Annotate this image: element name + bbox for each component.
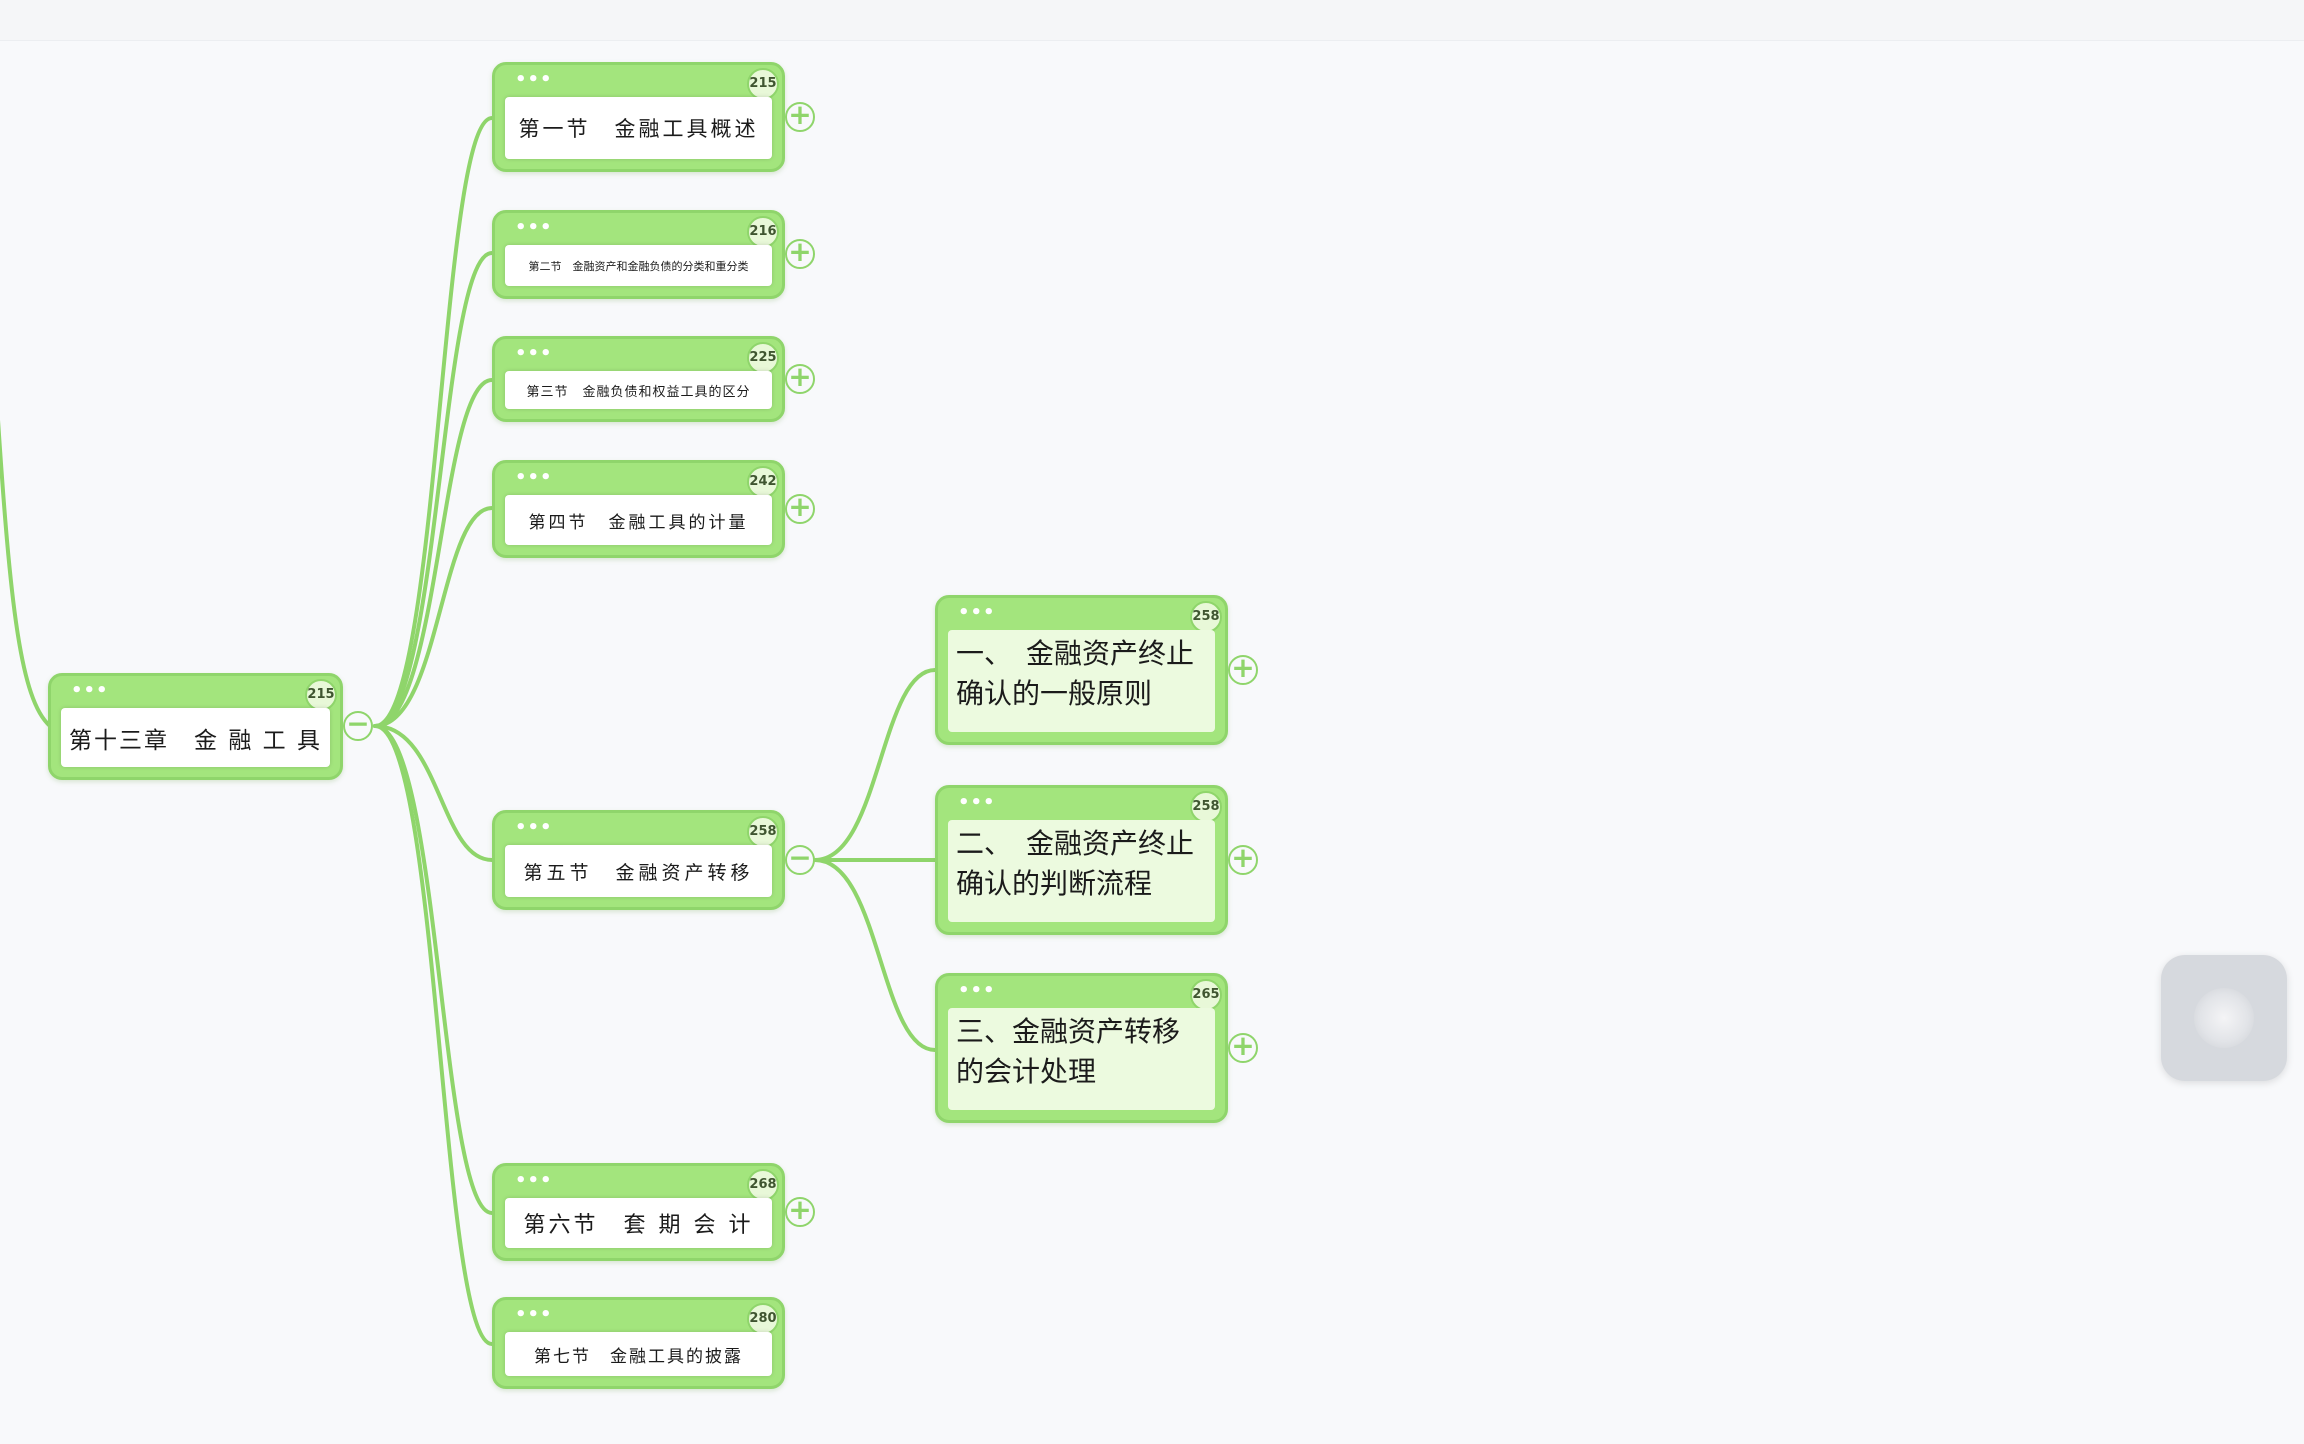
section-node-6[interactable]: ••• 268 第六节 套 期 会 计 [492,1163,785,1261]
more-options-icon[interactable]: ••• [515,1170,553,1191]
node-title: 第十三章 金 融 工 具 [69,727,322,754]
node-card: 三、金融资产转移的会计处理 [948,1008,1215,1110]
more-options-icon[interactable]: ••• [515,1304,553,1325]
section-node-1[interactable]: ••• 215 第一节 金融工具概述 [492,62,785,172]
connector-root-to-section-4 [373,506,494,728]
root-collapse-button[interactable]: − [343,710,373,741]
node-title: 一、 金融资产终止确认的一般原则 [956,637,1195,710]
node-title: 第二节 金融资产和金融负债的分类和重分类 [528,259,749,273]
section-node-2[interactable]: ••• 216 第二节 金融资产和金融负债的分类和重分类 [492,210,785,299]
assistive-touch-button[interactable] [2161,955,2287,1081]
connector-root-to-section-6 [373,724,494,1215]
section-6-expand-button[interactable]: + [785,1196,815,1227]
node-card: 第五节 金融资产转移 [505,845,772,897]
node-card: 第二节 金融资产和金融负债的分类和重分类 [505,245,772,286]
section-node-7[interactable]: ••• 280 第七节 金融工具的披露 [492,1297,785,1389]
more-options-icon[interactable]: ••• [958,792,996,813]
more-options-icon[interactable]: ••• [515,817,553,838]
connector-root-to-section-2 [373,251,494,728]
subsection-node-1[interactable]: ••• 258 一、 金融资产终止确认的一般原则 [935,595,1228,745]
node-card: 二、 金融资产终止确认的判断流程 [948,820,1215,922]
node-title: 第五节 金融资产转移 [523,861,754,884]
node-title: 第四节 金融工具的计量 [528,512,749,533]
node-card: 一、 金融资产终止确认的一般原则 [948,630,1215,732]
more-options-icon[interactable]: ••• [515,217,553,238]
connector-section-5-to-sub-1 [813,668,937,862]
page-badge: 268 [747,1169,779,1201]
page-badge: 258 [1190,791,1222,823]
page-badge: 258 [747,816,779,848]
node-title: 第六节 套 期 会 计 [523,1213,754,1238]
node-card: 第十三章 金 融 工 具 [61,708,330,767]
page-badge: 280 [747,1303,779,1335]
connector-section-5-to-sub-3 [813,858,937,1052]
subsection-node-3[interactable]: ••• 265 三、金融资产转移的会计处理 [935,973,1228,1123]
node-title: 三、金融资产转移的会计处理 [956,1015,1181,1088]
subsection-3-expand-button[interactable]: + [1228,1032,1258,1063]
section-node-4[interactable]: ••• 242 第四节 金融工具的计量 [492,460,785,558]
node-title: 第七节 金融工具的披露 [534,1346,743,1367]
connector-root-to-section-3 [373,378,494,728]
section-2-expand-button[interactable]: + [785,238,815,269]
more-options-icon[interactable]: ••• [958,980,996,1001]
more-options-icon[interactable]: ••• [515,343,553,364]
section-3-expand-button[interactable]: + [785,363,815,394]
node-card: 第一节 金融工具概述 [505,97,772,159]
node-title: 第三节 金融负债和权益工具的区分 [526,384,751,400]
page-badge: 215 [305,679,337,711]
section-node-3[interactable]: ••• 225 第三节 金融负债和权益工具的区分 [492,336,785,422]
node-title: 第一节 金融工具概述 [518,117,759,141]
node-card: 第三节 金融负债和权益工具的区分 [505,371,772,409]
section-1-expand-button[interactable]: + [785,101,815,132]
connector-offscreen-to-root [0,419,52,728]
page-badge: 265 [1190,979,1222,1011]
subsection-node-2[interactable]: ••• 258 二、 金融资产终止确认的判断流程 [935,785,1228,935]
node-title: 二、 金融资产终止确认的判断流程 [956,827,1195,900]
node-card: 第六节 套 期 会 计 [505,1198,772,1248]
top-toolbar [0,0,2304,41]
connector-root-to-section-7 [373,724,494,1346]
assistive-touch-icon [2194,988,2254,1048]
section-node-5[interactable]: ••• 258 第五节 金融资产转移 [492,810,785,910]
page-badge: 215 [747,68,779,100]
more-options-icon[interactable]: ••• [958,602,996,623]
page-badge: 242 [747,466,779,498]
node-card: 第四节 金融工具的计量 [505,495,772,545]
section-4-expand-button[interactable]: + [785,493,815,524]
section-5-collapse-button[interactable]: − [785,844,815,875]
page-badge: 216 [747,216,779,248]
more-options-icon[interactable]: ••• [71,680,109,701]
more-options-icon[interactable]: ••• [515,467,553,488]
root-node[interactable]: ••• 215 第十三章 金 融 工 具 [48,673,343,780]
more-options-icon[interactable]: ••• [515,69,553,90]
subsection-1-expand-button[interactable]: + [1228,654,1258,685]
connector-root-to-section-1 [373,116,494,728]
page-badge: 225 [747,342,779,374]
node-card: 第七节 金融工具的披露 [505,1332,772,1376]
page-badge: 258 [1190,601,1222,633]
connector-root-to-section-5 [373,724,494,862]
subsection-2-expand-button[interactable]: + [1228,844,1258,875]
